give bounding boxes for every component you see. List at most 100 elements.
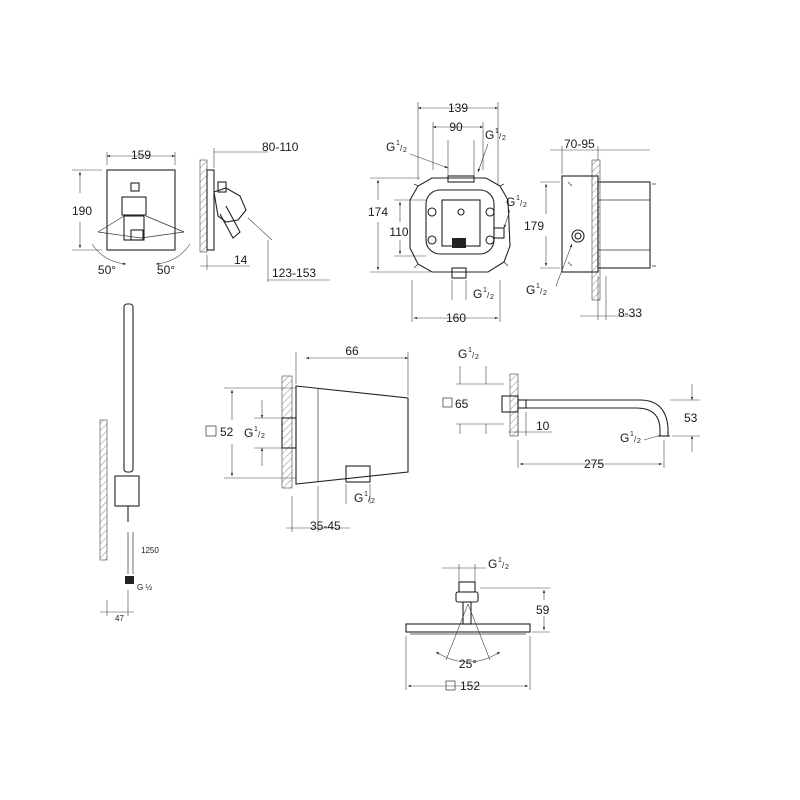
bath-spout-view: G 1 / 2 65 10 53 G 1 / 2 275: [442, 347, 700, 471]
hand-shower-wall: [99, 419, 108, 561]
wall-outlet-body: [295, 385, 409, 485]
bath-spout-outlet-slash: /: [634, 435, 637, 444]
bath-spout-pipe: [526, 399, 669, 436]
mixer-angle-left-label: 50°: [98, 263, 116, 277]
rough-in-inner-ring: [425, 189, 495, 255]
rough-in-90-label: 90: [449, 120, 463, 134]
rough-in-side-thread-num: 1: [536, 283, 540, 290]
rough-in-side-thread-den: 2: [543, 290, 547, 297]
rough-in-tabs: [413, 183, 509, 269]
rough-in-thread-tr-leader: [477, 143, 489, 173]
hand-shower-view: 1250 G ½ 47: [99, 303, 159, 623]
hand-shower-handle: [123, 303, 134, 473]
rough-in-thread-b: G: [473, 287, 482, 301]
head-shower-thread-num: 1: [498, 557, 502, 564]
rough-in-thread-r-leader: [503, 209, 511, 229]
mixer-side-plate: [206, 169, 215, 251]
bath-spout-nipple: [517, 399, 527, 409]
mixer-side-wall: [199, 159, 208, 253]
wall-outlet-thread-num: 1: [254, 426, 258, 433]
head-shower-plate: [405, 623, 531, 633]
head-shower-angle-arc: [435, 651, 501, 663]
hand-shower-offset-label: 47: [115, 614, 124, 623]
bath-spout-gap-label: 10: [536, 419, 550, 433]
bath-spout-height-label: 53: [684, 411, 698, 425]
rough-in-thread-tr-slash: /: [499, 132, 502, 141]
rough-in-mount-4: [485, 235, 495, 245]
head-shower-height-label: 59: [536, 603, 550, 617]
wall-outlet-view: 66 52 G 1 / 2 G 1 / 2 35-45: [205, 344, 409, 533]
rough-in-thread-tl-den: 2: [403, 147, 407, 154]
wall-outlet-conn-den: 2: [371, 498, 375, 505]
hand-shower-nut: [125, 576, 134, 584]
rough-in-thread-b-den: 2: [490, 294, 494, 301]
mixer-side-cap: [217, 181, 227, 193]
rough-in-front-view: 139 90 G 1 / 2 G 1 / 2 G 1 / 2 174: [368, 101, 527, 325]
rough-in-side-179-label: 179: [524, 219, 544, 233]
bath-spout-length-label: 275: [584, 457, 604, 471]
rough-in-thread-tr-num: 1: [495, 128, 499, 135]
mixer-side-lever: [213, 187, 247, 223]
head-shower-angle-guide-r: [467, 603, 491, 661]
wall-outlet-thread-slash: /: [258, 430, 261, 439]
wall-outlet-square-icon: [205, 425, 217, 437]
rough-in-screw-1: [457, 208, 465, 216]
rough-in-139-label: 139: [448, 101, 468, 115]
head-shower-angle-label: 25°: [459, 657, 477, 671]
rough-in-mount-1: [427, 207, 437, 217]
rough-in-thread-r-num: 1: [516, 195, 520, 202]
bath-spout-thread-top-den: 2: [475, 354, 479, 361]
rough-in-housing: [409, 177, 511, 273]
head-shower-thread-slash: /: [502, 561, 505, 570]
mixer-angle-right-label: 50°: [157, 263, 175, 277]
rough-in-174-label: 174: [368, 205, 388, 219]
rough-in-right-port: [493, 227, 505, 239]
bath-spout-thread-top: G: [458, 347, 467, 361]
wall-outlet-conn-slash: /: [368, 495, 371, 504]
rough-in-side-thread-slash: /: [540, 287, 543, 296]
mixer-side-view: 80-110 14 123-153: [199, 140, 330, 282]
rough-in-thread-tr: G: [485, 128, 494, 142]
rough-in-thread-tl-num: 1: [396, 140, 400, 147]
wall-outlet-conn-num: 1: [364, 491, 368, 498]
rough-in-160-label: 160: [446, 311, 466, 325]
mixer-projection-label: 14: [234, 253, 248, 267]
rough-in-mount-2: [485, 207, 495, 217]
mixer-angle-right-arc: [155, 243, 191, 265]
rough-in-side-depth-label: 70-95: [564, 137, 595, 151]
rough-in-thread-tl-slash: /: [400, 144, 403, 153]
bath-spout-square-icon: [442, 397, 453, 408]
head-shower-view: G 1 / 2 59 25° 152: [405, 557, 550, 693]
rough-in-side-port-inner: [574, 232, 582, 240]
mixer-handle-tip: [130, 229, 144, 241]
rough-in-side-wall: [591, 159, 601, 301]
mixer-width-label: 159: [131, 148, 151, 162]
hand-shower-bracket: [114, 475, 140, 507]
bath-spout-thread-top-slash: /: [472, 351, 475, 360]
hand-shower-thread-label: G ½: [137, 583, 152, 592]
mixer-depth-label: 80-110: [262, 140, 299, 154]
wall-outlet-thread-label: G: [244, 426, 253, 440]
bath-spout-outlet-den: 2: [637, 438, 641, 445]
bath-spout-size-label: 65: [455, 397, 469, 411]
mixer-front-view: 159 190 50° 50°: [72, 148, 191, 277]
rough-in-top-port: [447, 175, 475, 183]
rough-in-thread-tr-den: 2: [502, 135, 506, 142]
mixer-rotation-guides: [97, 215, 185, 239]
wall-outlet-connector: [345, 465, 371, 483]
mixer-height-label: 190: [72, 204, 92, 218]
wall-outlet-depth-label: 66: [345, 344, 359, 358]
rough-in-thread-r-slash: /: [520, 199, 523, 208]
mixer-spout-guide: [247, 217, 273, 241]
head-shower-joint: [455, 591, 479, 603]
rough-in-thread-b-num: 1: [483, 287, 487, 294]
rough-in-side-details: [567, 181, 656, 267]
mixer-lever: [121, 196, 147, 216]
head-shower-square-icon: [445, 680, 456, 691]
wall-outlet-thread-den: 2: [261, 433, 265, 440]
rough-in-side-thread-leader: [555, 243, 573, 287]
rough-in-side-view: 70-95 179 G 1 / 2 8-33: [524, 137, 656, 320]
rough-in-thread-r: G: [506, 195, 515, 209]
mixer-range-label: 123-153: [272, 266, 316, 280]
